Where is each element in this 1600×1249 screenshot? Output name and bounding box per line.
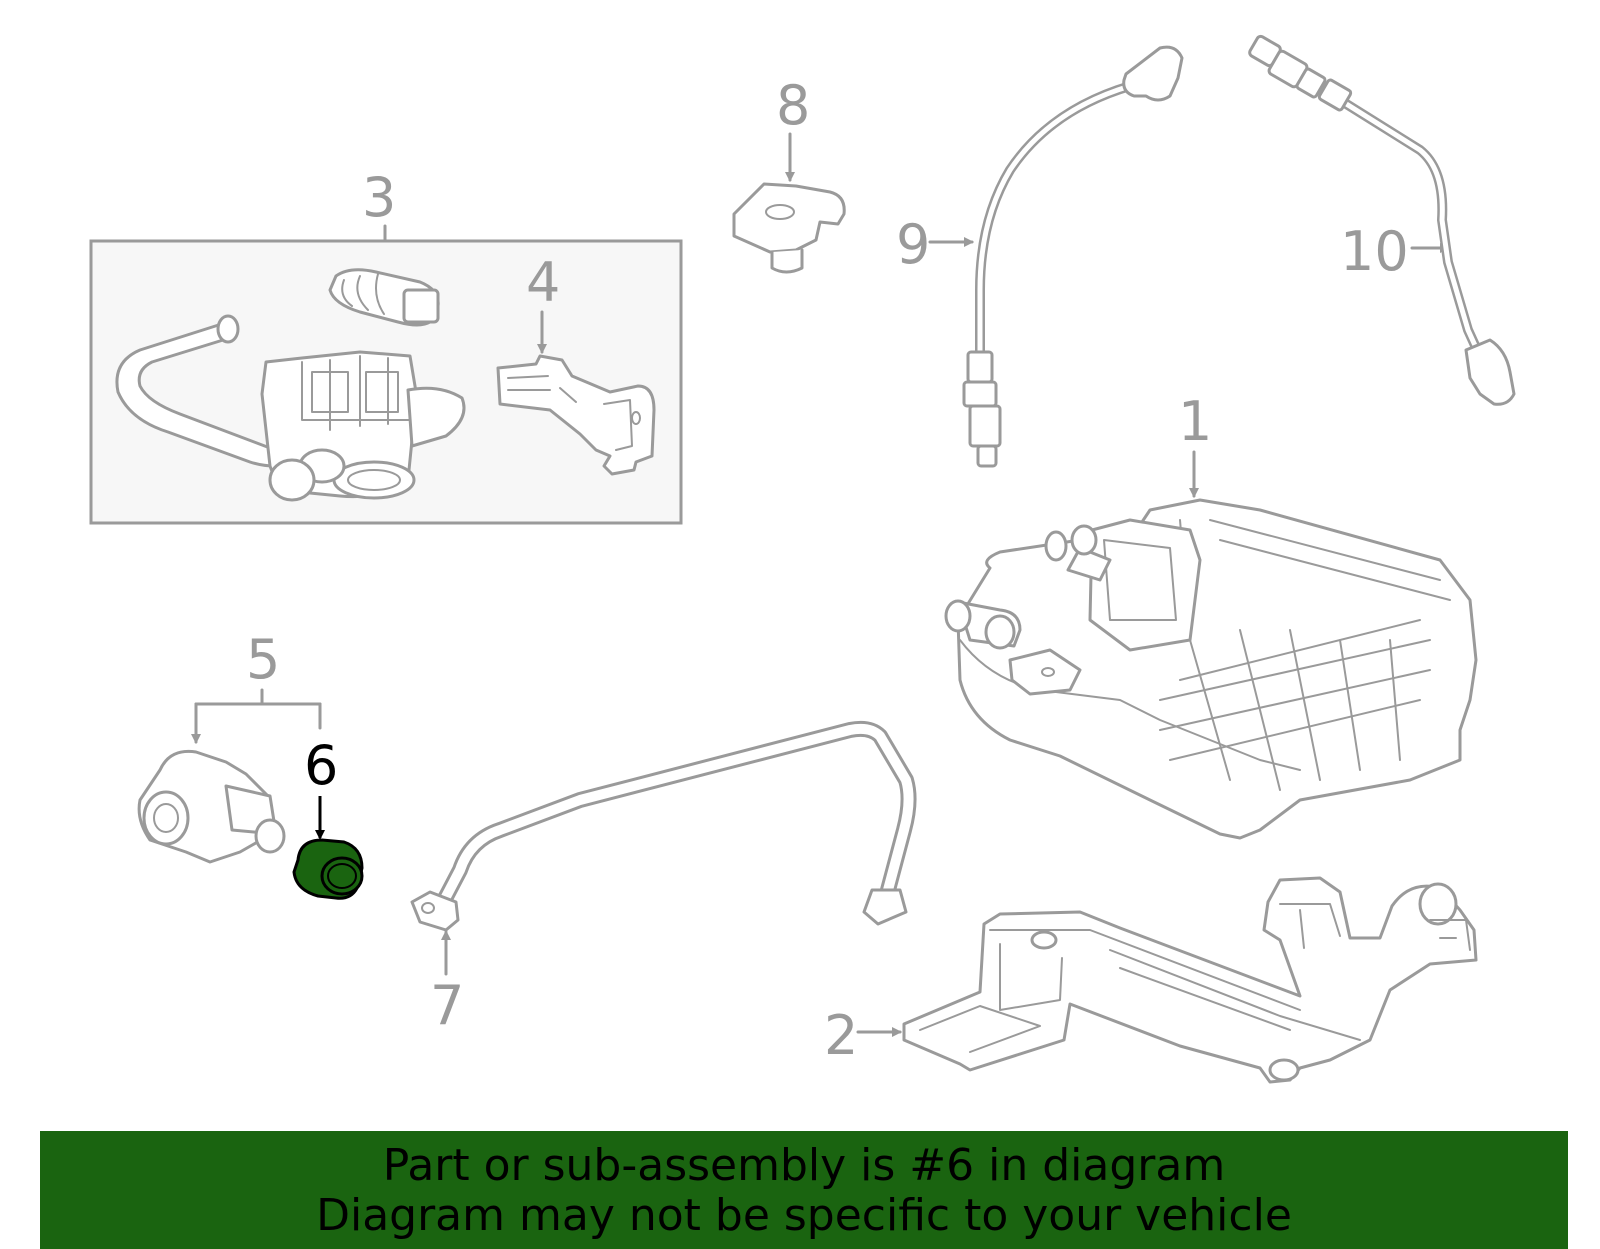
callout-8: 8 xyxy=(776,74,810,182)
label-5: 5 xyxy=(246,628,280,691)
oxygen-sensor-9-part xyxy=(962,45,1184,468)
oxygen-sensor-10-part xyxy=(1248,34,1516,406)
label-1: 1 xyxy=(1178,390,1212,453)
label-4: 4 xyxy=(526,251,560,314)
label-9: 9 xyxy=(896,213,930,276)
callout-9: 9 xyxy=(896,213,974,276)
label-2: 2 xyxy=(824,1004,858,1067)
callout-1: 1 xyxy=(1178,390,1212,498)
info-banner: Part or sub-assembly is #6 in diagram Di… xyxy=(40,1131,1568,1249)
callout-5: 5 xyxy=(191,628,322,744)
purge-solenoid-part xyxy=(260,350,466,502)
canister-1-part xyxy=(944,498,1478,840)
hose-connector-part xyxy=(328,268,440,327)
valve-5-part xyxy=(137,749,286,864)
callout-10: 10 xyxy=(1340,220,1450,283)
clip-8-part xyxy=(732,182,846,274)
mount-bracket-2-part xyxy=(902,876,1478,1084)
label-8: 8 xyxy=(776,74,810,137)
callout-6: 6 xyxy=(304,734,338,840)
label-3: 3 xyxy=(362,166,396,229)
callout-4: 4 xyxy=(526,251,560,354)
callout-2: 2 xyxy=(824,1004,902,1067)
label-10: 10 xyxy=(1340,220,1409,283)
label-7: 7 xyxy=(430,974,464,1037)
banner-line-1: Part or sub-assembly is #6 in diagram xyxy=(382,1140,1226,1191)
label-6: 6 xyxy=(304,734,338,797)
banner-line-2: Diagram may not be specific to your vehi… xyxy=(316,1190,1292,1241)
cap-6-part xyxy=(292,838,364,900)
vapor-hose-7-part xyxy=(410,720,917,932)
bracket-4-part xyxy=(496,354,656,476)
callout-3: 3 xyxy=(362,166,396,242)
callout-7: 7 xyxy=(430,930,464,1037)
